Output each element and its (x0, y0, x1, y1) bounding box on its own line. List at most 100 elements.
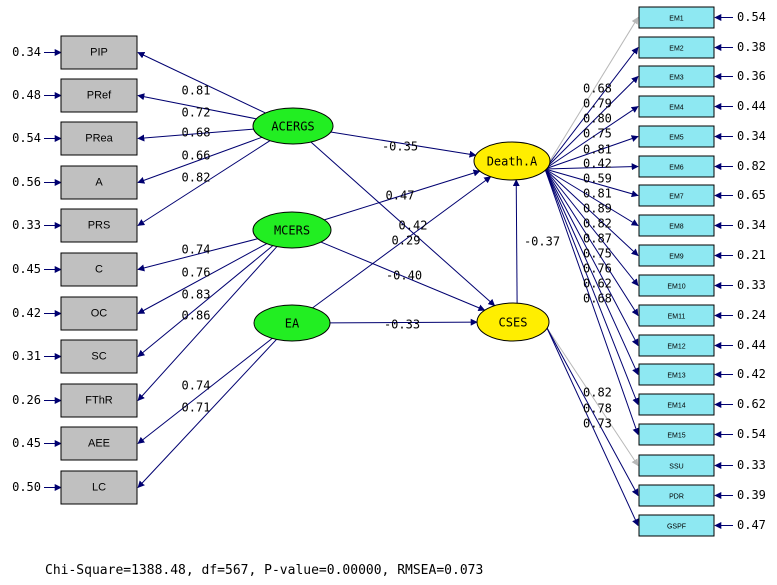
path-coefficient: -0.33 (384, 318, 420, 332)
indicator-box-em6 (638, 155, 715, 178)
loading-arrow-em15 (544, 168, 640, 436)
indicator-box-fthr (60, 383, 138, 418)
loading-label: 0.72 (182, 106, 211, 120)
indicator-box-pref (60, 78, 138, 113)
error-variance-label: 0.54 (737, 10, 766, 24)
indicator-label: PIP (90, 46, 108, 58)
error-variance-label: 0.34 (737, 129, 766, 143)
loading-label: 0.62 (583, 277, 612, 291)
indicator-box-em9 (638, 244, 715, 267)
indicator-label: EM14 (667, 402, 685, 409)
loading-label: 0.82 (583, 386, 612, 400)
indicator-label: EM7 (669, 193, 684, 200)
loading-label: 0.81 (583, 187, 612, 201)
error-variance-label: 0.45 (12, 436, 41, 450)
loading-arrow-ea-aee (137, 337, 273, 444)
path-coefficient: -0.40 (386, 269, 422, 283)
loading-label: 0.73 (583, 417, 612, 431)
error-variance-label: 0.45 (12, 262, 41, 276)
loading-label: 0.68 (583, 292, 612, 306)
error-variance-label: 0.44 (737, 338, 766, 352)
error-variance-label: 0.47 (737, 518, 766, 532)
path-mcers-cses (320, 241, 486, 312)
loading-label: 0.68 (182, 126, 211, 140)
error-variance-label: 0.34 (737, 218, 766, 232)
error-variance-label: 0.82 (737, 159, 766, 173)
loading-label: 0.80 (583, 112, 612, 126)
loading-arrow-ea-lc (137, 339, 277, 489)
loading-arrow-em3 (544, 76, 639, 170)
fit-statistics: Chi-Square=1388.48, df=567, P-value=0.00… (45, 563, 484, 578)
error-variance-label: 0.38 (737, 40, 766, 54)
indicator-box-sc (60, 339, 138, 374)
loading-arrow-em13 (544, 168, 639, 376)
latent-mcers (252, 211, 332, 249)
indicator-label: PRS (88, 219, 111, 231)
error-variance-label: 0.48 (12, 88, 41, 102)
loading-arrow-acergs-prea (137, 128, 254, 142)
loading-arrow-acergs-pip (137, 52, 266, 114)
path-coefficient: -0.37 (524, 235, 560, 249)
indicator-label: AEE (88, 437, 110, 449)
loading-label: 0.76 (182, 266, 211, 280)
latent-acergs-label: ACERGS (271, 120, 314, 134)
latent-death-anxiety (473, 141, 551, 181)
loading-arrow-em8 (544, 168, 639, 226)
indicator-box-gspf (638, 514, 715, 537)
loading-arrow-mcers-fthr (137, 246, 278, 402)
loading-label: 0.82 (182, 171, 211, 185)
labels-layer: 0.810.720.680.660.820.740.760.830.860.74… (12, 10, 766, 532)
loading-arrow-pdr (546, 327, 639, 497)
path-ea-death (312, 176, 492, 309)
path-acergs-death (330, 131, 477, 158)
indicator-label: OC (91, 307, 108, 319)
error-variance-label: 0.26 (12, 393, 41, 407)
indicator-box-a (60, 165, 138, 200)
loading-arrow-mcers-c (137, 238, 258, 272)
indicator-box-prea (60, 121, 138, 156)
latent-mcers-label: MCERS (274, 224, 310, 238)
indicator-box-lc (60, 470, 138, 505)
indicator-label: EM1 (669, 15, 684, 22)
loading-label: 0.89 (583, 202, 612, 216)
loading-label: 0.76 (583, 262, 612, 276)
loading-arrow-em10 (544, 168, 639, 287)
indicator-label: SSU (669, 463, 683, 470)
loading-arrow-em14 (544, 168, 639, 406)
error-variance-label: 0.21 (737, 248, 766, 262)
loading-label: 0.82 (583, 217, 612, 231)
loading-arrow-mcers-oc (137, 243, 267, 314)
indicator-box-em3 (638, 65, 715, 88)
indicator-label: PRef (87, 89, 112, 101)
indicator-label: EM2 (669, 45, 684, 52)
loading-label: 0.71 (182, 401, 211, 415)
indicator-label: FThR (85, 394, 113, 406)
indicator-label: C (95, 263, 103, 275)
indicator-label: EM6 (669, 164, 684, 171)
path-coefficient: -0.35 (382, 140, 418, 154)
loading-label: 0.74 (182, 379, 211, 393)
error-variance-label: 0.36 (737, 69, 766, 83)
loading-arrow-acergs-prs (137, 140, 271, 226)
latent-cses (476, 302, 550, 342)
error-variance-label: 0.54 (737, 427, 766, 441)
indicator-label: EM13 (667, 372, 685, 379)
loading-arrow-em6 (544, 163, 639, 171)
loading-label: 0.83 (182, 288, 211, 302)
indicator-box-oc (60, 296, 138, 331)
path-coefficient: 0.29 (392, 234, 421, 248)
error-variance-label: 0.34 (12, 45, 41, 59)
loading-arrow-ssu (546, 327, 639, 467)
indicator-box-pdr (638, 484, 715, 507)
path-cses-death (512, 179, 520, 304)
indicator-label: PDR (669, 493, 684, 500)
path-acergs-cses (310, 141, 496, 307)
indicator-label: EM5 (669, 134, 684, 141)
indicator-box-em14 (638, 393, 715, 416)
error-variance-label: 0.33 (737, 458, 766, 472)
loading-label: 0.42 (583, 157, 612, 171)
error-variance-label: 0.42 (12, 306, 41, 320)
indicator-box-em2 (638, 36, 715, 59)
loading-label: 0.75 (583, 127, 612, 141)
error-variance-label: 0.24 (737, 308, 766, 322)
